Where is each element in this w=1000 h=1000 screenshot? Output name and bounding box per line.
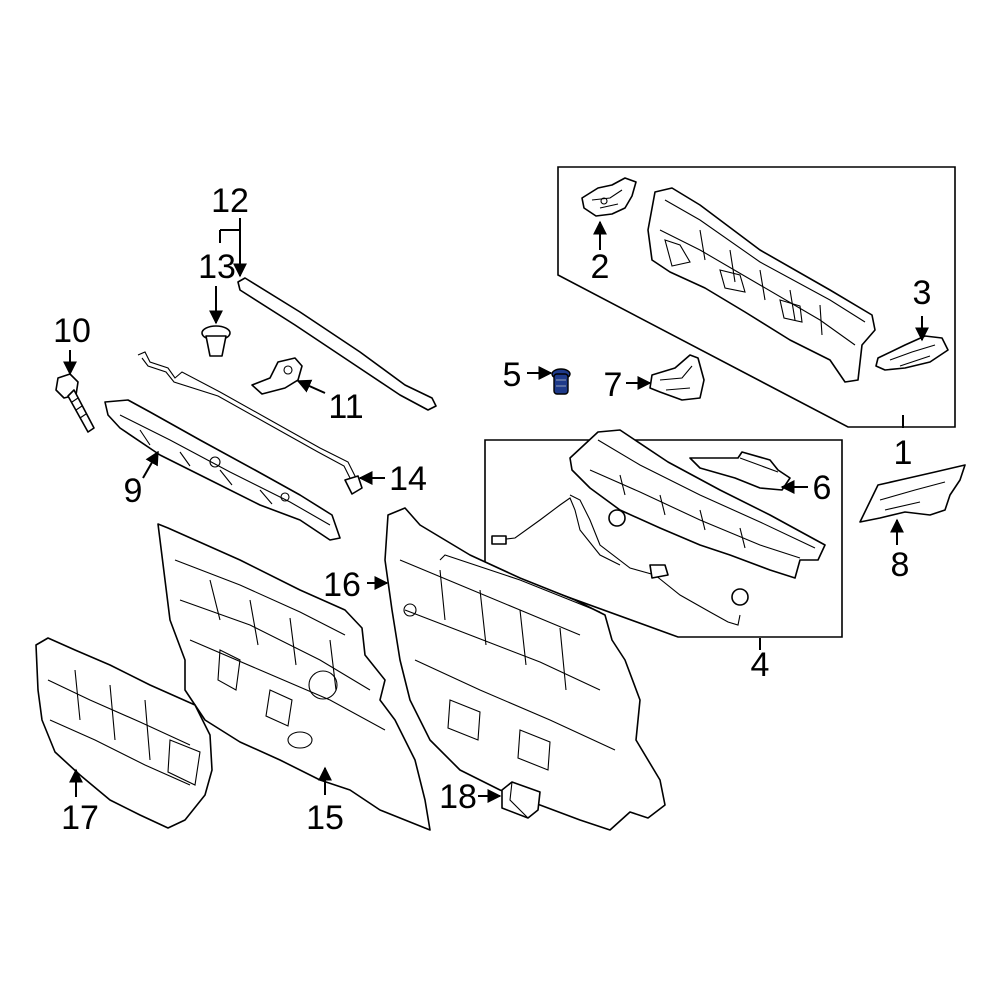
clip-5[interactable]	[551, 368, 571, 395]
callout-13: 13	[198, 248, 236, 286]
callout-4: 4	[751, 646, 770, 684]
callout-2: 2	[591, 248, 610, 286]
callout-labels: 1 2 3 4 5 6 7 8 9 10 11 12 13 14 15 16 1…	[53, 182, 931, 837]
group-box-1	[557, 166, 956, 428]
clip-13[interactable]	[201, 325, 231, 357]
callout-14: 14	[389, 460, 427, 498]
callout-12: 12	[211, 182, 249, 220]
cowl-top-panel[interactable]	[647, 187, 876, 383]
callout-10: 10	[53, 312, 91, 350]
group-box-4	[484, 439, 843, 638]
callout-18: 18	[439, 778, 477, 816]
callout-1: 1	[894, 434, 913, 472]
washer-hose[interactable]	[491, 494, 749, 626]
callout-3: 3	[913, 274, 932, 312]
bracket-2[interactable]	[581, 177, 637, 217]
dash-panel-15[interactable]	[157, 523, 431, 831]
callout-6: 6	[813, 469, 832, 507]
callout-17: 17	[61, 799, 99, 837]
bracket-7[interactable]	[649, 354, 705, 401]
panel-9[interactable]	[104, 399, 341, 541]
callout-8: 8	[891, 546, 910, 584]
pad-18[interactable]	[501, 781, 541, 819]
hose-14[interactable]	[137, 351, 363, 495]
cowl-ventilator-panel[interactable]	[569, 429, 826, 579]
leader-lines	[63, 218, 929, 803]
weatherstrip-12[interactable]	[237, 277, 437, 411]
callout-5: 5	[503, 356, 522, 394]
callout-7: 7	[604, 366, 623, 404]
callout-15: 15	[306, 799, 344, 837]
bracket-3[interactable]	[875, 335, 949, 371]
seal-6[interactable]	[689, 451, 791, 491]
callout-11: 11	[328, 388, 363, 426]
callout-16: 16	[323, 566, 361, 604]
bolt-10[interactable]	[55, 373, 95, 433]
extension-8[interactable]	[859, 464, 966, 523]
insulator-17[interactable]	[35, 637, 213, 829]
callout-9: 9	[124, 472, 143, 510]
bracket-11[interactable]	[251, 357, 303, 395]
dash-panel-16[interactable]	[384, 507, 666, 831]
